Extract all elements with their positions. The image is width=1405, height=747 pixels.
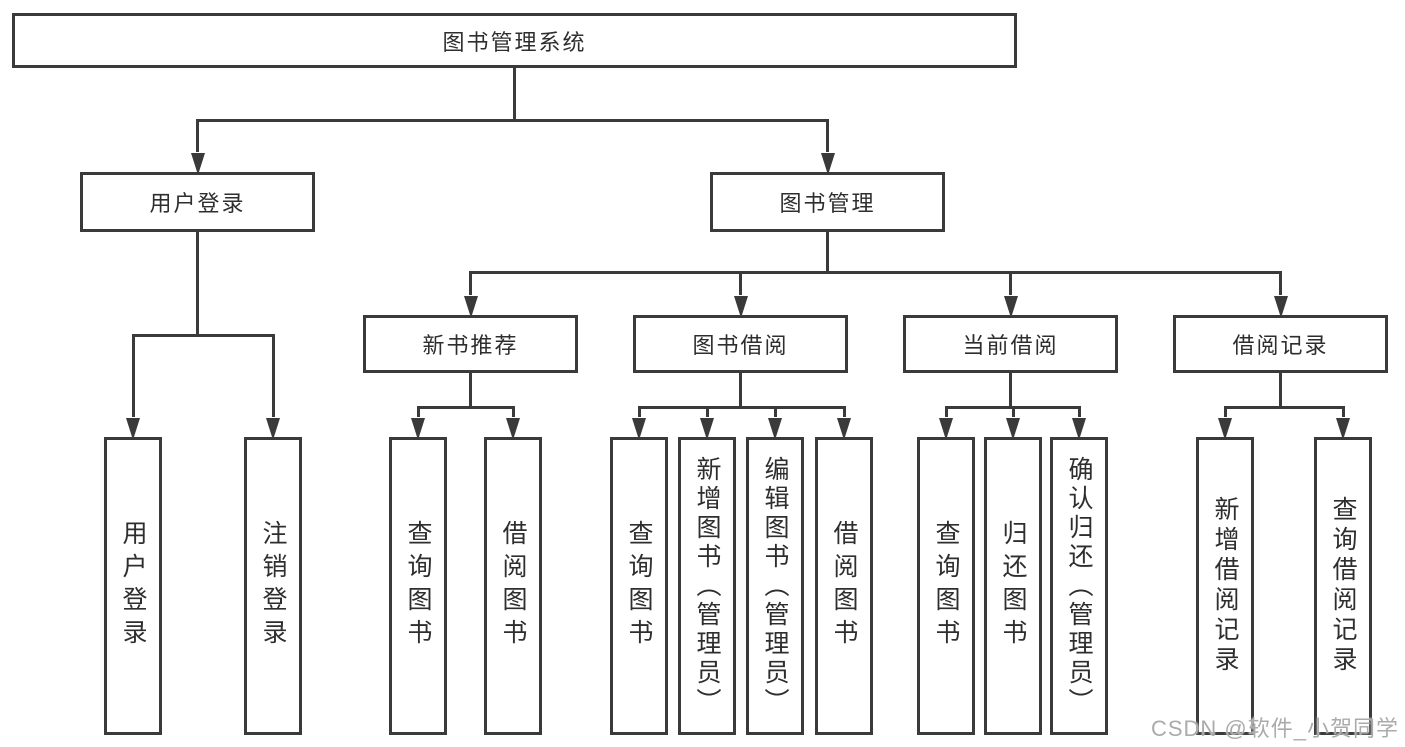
connector-line <box>469 270 1282 274</box>
connector-line <box>637 407 641 417</box>
connector-line <box>842 407 846 417</box>
node-leaf-user-login: 用户登录 <box>104 437 162 735</box>
arrowhead-down-icon <box>463 296 478 318</box>
arrowhead-down-icon <box>1003 296 1018 318</box>
node-root: 图书管理系统 <box>12 13 1017 68</box>
arrowhead-down-icon <box>1218 418 1232 440</box>
node-leaf-query-books-3: 查询图书 <box>917 437 975 735</box>
node-leaf-query-books-2: 查询图书 <box>610 437 668 735</box>
node-user-login: 用户登录 <box>80 172 315 232</box>
arrowhead-down-icon <box>411 418 425 440</box>
node-leaf-query-borrow-record: 查询借阅记录 <box>1314 437 1372 735</box>
node-current-borrow: 当前借阅 <box>903 315 1118 373</box>
connector-line <box>469 272 472 295</box>
connector-line <box>196 230 199 337</box>
node-leaf-add-borrow-record: 新增借阅记录 <box>1196 437 1254 735</box>
connector-line <box>1223 405 1345 409</box>
connector-line <box>705 407 709 417</box>
node-borrow-records: 借阅记录 <box>1173 315 1388 373</box>
arrowhead-down-icon <box>506 418 520 440</box>
node-leaf-add-books: 新增图书（管理员） <box>678 437 736 735</box>
connector-line <box>416 407 420 417</box>
connector-line <box>511 407 515 417</box>
arrowhead-down-icon <box>768 418 782 440</box>
connector-line <box>271 335 275 417</box>
arrowhead-down-icon <box>1273 296 1288 318</box>
node-leaf-borrow-books-2: 借阅图书 <box>815 437 873 735</box>
arrowhead-down-icon <box>1006 418 1020 440</box>
node-leaf-return-books: 归还图书 <box>984 437 1042 735</box>
arrowhead-down-icon <box>1072 418 1086 440</box>
watermark: CSDN @软件_小贺同学 <box>1150 716 1399 741</box>
connector-line <box>131 333 275 337</box>
node-leaf-query-books-1: 查询图书 <box>389 437 447 735</box>
connector-line <box>1341 407 1345 417</box>
connector-line <box>739 371 742 409</box>
arrowhead-down-icon <box>820 153 835 175</box>
arrowhead-down-icon <box>733 296 748 318</box>
node-new-book-recommend: 新书推荐 <box>363 315 578 373</box>
arrowhead-down-icon <box>939 418 953 440</box>
connector-line <box>1279 272 1282 295</box>
connector-line <box>1279 371 1282 409</box>
arrowhead-down-icon <box>837 418 851 440</box>
arrowhead-down-icon <box>700 418 714 440</box>
connector-line <box>1009 371 1012 409</box>
node-leaf-logout: 注销登录 <box>244 437 302 735</box>
connector-line <box>416 405 515 409</box>
node-book-management: 图书管理 <box>710 172 945 232</box>
connector-line <box>826 120 829 152</box>
connector-line <box>773 407 777 417</box>
connector-line <box>1011 407 1015 417</box>
connector-line <box>944 407 948 417</box>
arrowhead-down-icon <box>632 418 646 440</box>
node-leaf-borrow-books-1: 借阅图书 <box>484 437 542 735</box>
connector-line <box>196 118 829 122</box>
arrowhead-down-icon <box>190 153 205 175</box>
connector-line <box>637 405 846 409</box>
connector-line <box>469 371 472 409</box>
arrowhead-down-icon <box>126 418 140 440</box>
arrowhead-down-icon <box>266 418 280 440</box>
connector-line <box>826 230 829 274</box>
connector-line <box>513 66 516 122</box>
connector-line <box>1223 407 1227 417</box>
node-book-borrow: 图书借阅 <box>633 315 848 373</box>
arrowhead-down-icon <box>1336 418 1350 440</box>
connector-line <box>1077 407 1081 417</box>
node-leaf-edit-books: 编辑图书（管理员） <box>746 437 804 735</box>
node-leaf-confirm-return: 确认归还（管理员） <box>1050 437 1108 735</box>
connector-line <box>196 120 199 152</box>
connector-line <box>739 272 742 295</box>
connector-line <box>1009 272 1012 295</box>
connector-line <box>131 335 135 417</box>
